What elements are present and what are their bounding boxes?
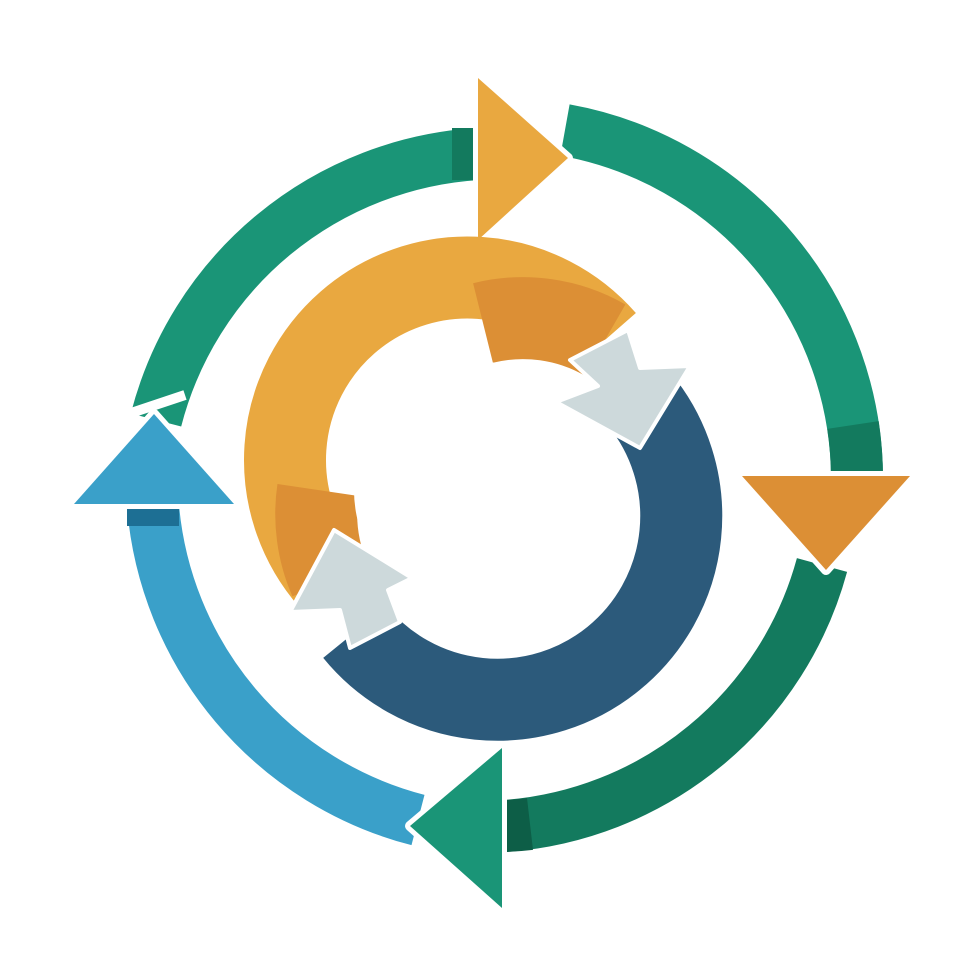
arrowhead-top-fill: [478, 78, 568, 240]
outer-arc-bottom-shade: [503, 798, 533, 852]
arrowhead-bottom-fill: [410, 748, 502, 908]
inner-hole: [354, 362, 610, 618]
inner-arrow-lower-left: [288, 528, 414, 650]
outer-arc-top-right-shade: [827, 421, 883, 479]
inner-cycle: [244, 236, 723, 741]
inner-arrow-upper-right: [554, 328, 692, 450]
outer-arc-top-right: [560, 104, 883, 479]
inner-orange-shade-top: [473, 277, 626, 377]
separator-left-top: [123, 390, 187, 420]
inner-navy-segment: [323, 374, 723, 741]
outer-arc-bottom-right: [502, 558, 848, 852]
arrowhead-right-fill: [742, 476, 910, 570]
outer-arc-bottom-left: [127, 503, 425, 846]
outer-arc-left-shade: [127, 504, 179, 526]
outer-cycle: [69, 73, 915, 913]
outer-arc-top-left: [130, 128, 480, 427]
arrowhead-left-fill: [74, 414, 234, 504]
